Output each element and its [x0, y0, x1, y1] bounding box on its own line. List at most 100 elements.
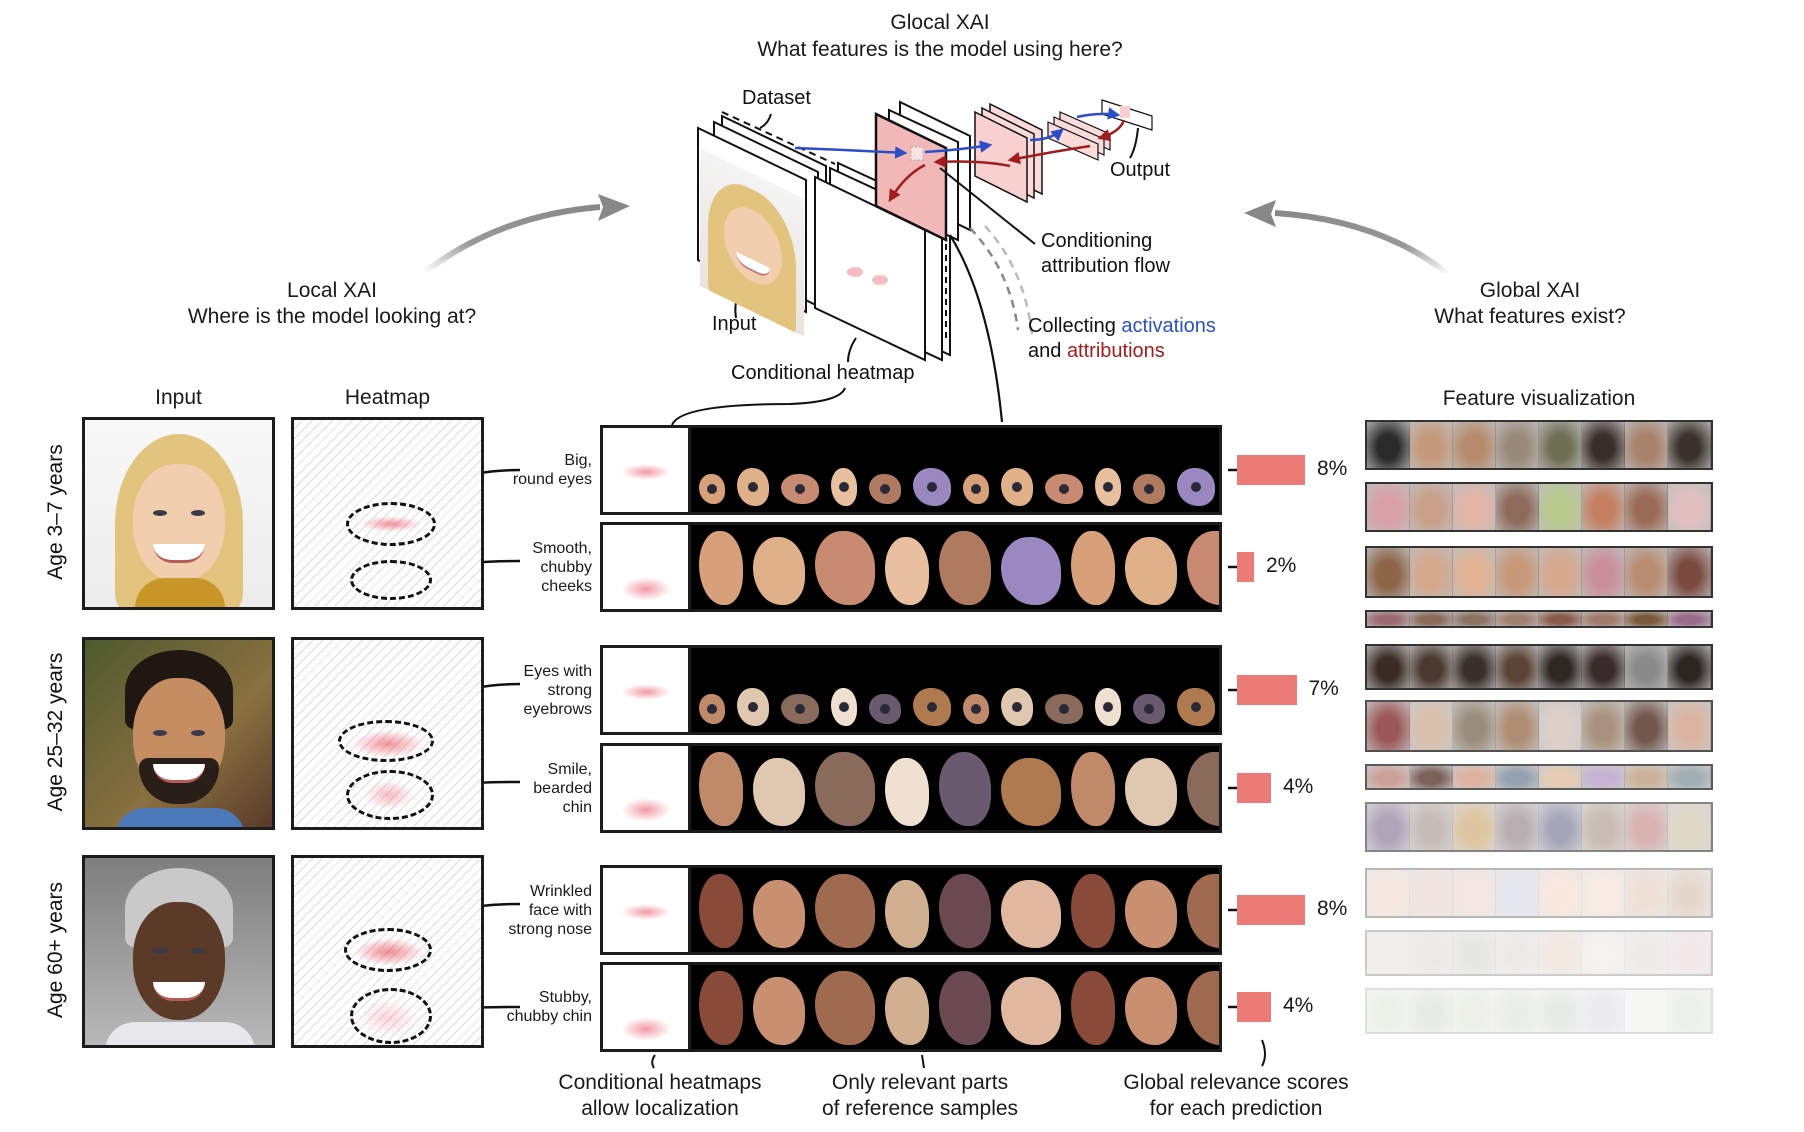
feature-sample [1453, 870, 1496, 916]
feature-sample [1453, 548, 1496, 596]
feature-sample [1453, 484, 1496, 530]
conditional-heatmap-label: Conditional heatmap [731, 362, 915, 384]
pupil [707, 704, 717, 714]
feature-sample [1668, 702, 1711, 750]
footer-scores-line-1: Global relevance scores [1123, 1071, 1349, 1094]
feature-sample [1668, 932, 1711, 974]
pupil [748, 702, 758, 712]
feature-sample [1453, 990, 1496, 1032]
feature-sample [1668, 612, 1711, 626]
feature-sample [1625, 766, 1668, 788]
reference-sample-patch [753, 977, 805, 1045]
reference-sample-patch [1001, 758, 1061, 826]
reference-sample-patch [831, 468, 857, 506]
footer-heatmaps: Conditional heatmaps allow localization [510, 1070, 810, 1122]
feature-sample [1539, 612, 1582, 626]
feature-sample [1539, 484, 1582, 530]
reference-sample-patch [1187, 531, 1219, 605]
relevance-bar [1237, 675, 1297, 705]
reference-samples-strip [600, 425, 1222, 515]
reference-sample-patch [869, 694, 901, 724]
reference-sample-patch [1125, 880, 1177, 948]
relevance-bar [1237, 773, 1271, 803]
feature-sample [1582, 932, 1625, 974]
eye-left [153, 510, 167, 516]
reference-sample-patch [885, 758, 929, 826]
relevance-bar [1237, 455, 1305, 485]
reference-sample-patch [1177, 688, 1215, 726]
global-title: Global XAI [1479, 279, 1581, 302]
conditioning-line-2: attribution flow [1041, 255, 1170, 277]
feature-sample [1625, 702, 1668, 750]
feature-sample [1668, 484, 1711, 530]
concept-label-line: eyebrows [523, 700, 592, 718]
feature-sample [1582, 548, 1625, 596]
relevance-bar [1237, 895, 1305, 925]
feature-strip-smile-faded [1365, 930, 1713, 976]
reference-sample-patch [885, 977, 929, 1045]
feature-sample [1453, 932, 1496, 974]
pupil [1012, 482, 1022, 492]
reference-sample-patch [1133, 474, 1165, 504]
glocal-subtitle: What features is the model using here? [757, 38, 1123, 61]
global-subtitle: What features exist? [1434, 305, 1626, 328]
output-label: Output [1110, 159, 1171, 181]
pupil [1144, 704, 1154, 714]
reference-sample-patch [1095, 688, 1121, 726]
reference-sample-patch [753, 880, 805, 948]
feature-sample [1539, 766, 1582, 788]
thumbnail-hotspot [621, 1017, 671, 1041]
feature-strip-bangs [1365, 644, 1713, 690]
reference-sample-patch [885, 880, 929, 948]
feature-sample [1496, 870, 1539, 916]
feature-sample [1367, 766, 1410, 788]
pupil [795, 704, 805, 714]
feature-sample [1410, 990, 1453, 1032]
scarf [135, 578, 225, 607]
relevance-bar [1237, 992, 1271, 1022]
feature-sample [1410, 646, 1453, 688]
feature-sample [1539, 646, 1582, 688]
attribution-flow-1 [1097, 119, 1126, 142]
reference-sample-patch [939, 531, 991, 605]
feature-sample [1582, 702, 1625, 750]
concept-region-outline [338, 720, 434, 762]
feature-sample [1367, 870, 1410, 916]
shirt [115, 808, 245, 827]
feature-sample [1625, 932, 1668, 974]
concept-label-line: Wrinkled [530, 882, 592, 900]
pupil [1191, 702, 1201, 712]
reference-sample-patch [815, 874, 875, 948]
feature-sample [1539, 804, 1582, 850]
feature-sample [1367, 804, 1410, 850]
reference-sample-patch [699, 752, 743, 826]
reference-sample-patch [815, 971, 875, 1045]
reference-sample-patch [913, 468, 951, 506]
input-image [82, 637, 275, 830]
feature-sample [1539, 702, 1582, 750]
attributions-word: attributions [1066, 340, 1165, 362]
reference-sample-patch [939, 874, 991, 948]
reference-sample-patch [699, 874, 743, 948]
feature-sample [1539, 870, 1582, 916]
relevance-value: 4% [1283, 775, 1314, 798]
concept-label-line: chubby [540, 558, 592, 576]
reference-sample-patch [737, 688, 769, 726]
feature-sample [1539, 932, 1582, 974]
feature-sample [1367, 548, 1410, 596]
conditional-heatmap-thumbnail [603, 648, 691, 732]
heatmap-image [291, 637, 484, 830]
reference-sample-patch [815, 752, 875, 826]
reference-sample-patch [1001, 880, 1061, 948]
local-subtitle: Where is the model looking at? [187, 305, 477, 328]
concept-label-line: chubby chin [506, 1008, 592, 1025]
conv-layer-2 [974, 102, 1043, 204]
reference-samples-strip [600, 865, 1222, 955]
reference-sample-patch [939, 752, 991, 826]
feature-strip-sunglasses [1365, 420, 1713, 470]
feature-strip-background [1365, 988, 1713, 1034]
reference-sample-patch [1071, 531, 1115, 605]
reference-sample-patch [1125, 758, 1177, 826]
